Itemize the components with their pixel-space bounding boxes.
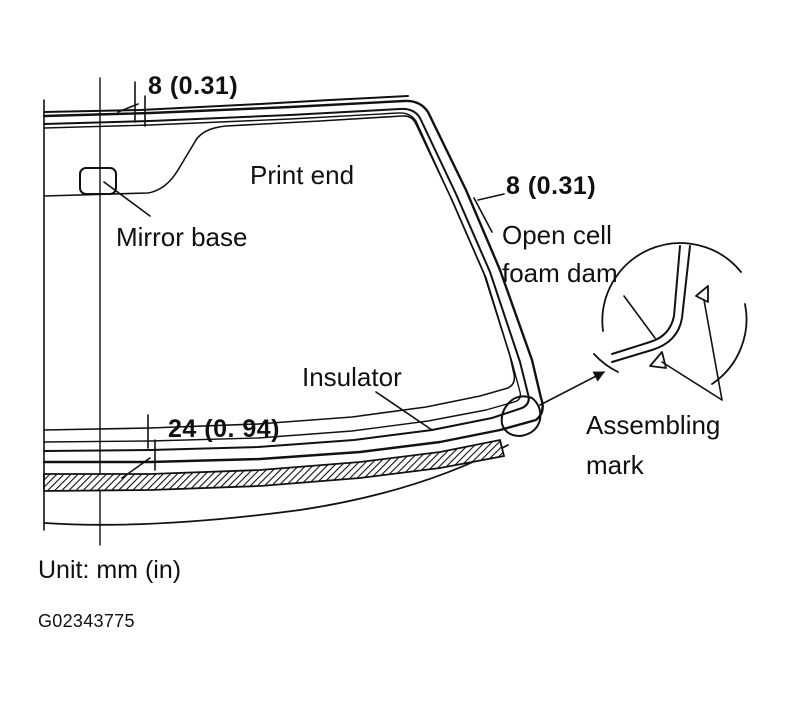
glass-edge xyxy=(43,112,522,443)
dim-side-label: 8 (0.31) xyxy=(506,172,597,200)
dim-side-tick xyxy=(473,197,493,233)
mirror-base-label: Mirror base xyxy=(116,222,248,252)
detail-circle xyxy=(593,242,748,385)
windshield-outer-edge xyxy=(42,99,544,464)
assembling-mark-label-line1: Assembling xyxy=(586,410,721,440)
dim-bottom-arrow-line xyxy=(121,457,151,479)
assembling-mark-label-line2: mark xyxy=(586,450,644,480)
assembling-leader-b xyxy=(661,361,723,401)
corner-foam-dam xyxy=(500,395,542,437)
print-end-label: Print end xyxy=(250,160,355,190)
print-end-line xyxy=(43,115,516,431)
detail-corner-outer xyxy=(611,245,681,355)
mirror-base-shape xyxy=(79,167,117,195)
foam-dam-label-line2: foam dam xyxy=(502,258,618,288)
assembling-mark-lower xyxy=(649,351,667,369)
detail-arrow xyxy=(539,371,605,406)
assembling-leader-a xyxy=(703,299,723,401)
figure-id: G02343775 xyxy=(38,611,135,631)
dim-bottom-label: 24 (0. 94) xyxy=(168,415,281,443)
cowl-lower-edge xyxy=(43,444,509,526)
assembling-mark-upper xyxy=(695,285,709,303)
roof-line xyxy=(43,95,409,113)
foam-dam-label-line1: Open cell xyxy=(502,220,612,250)
insulator-label: Insulator xyxy=(302,362,402,392)
foam-dam-leader xyxy=(623,295,656,339)
detail-corner-inner xyxy=(611,245,691,363)
insulator-leader xyxy=(375,391,433,431)
unit-label: Unit: mm (in) xyxy=(38,556,182,584)
dim-top-arrow-line xyxy=(117,103,139,113)
dim-top-label: 8 (0.31) xyxy=(148,72,239,100)
dim-side-arrow-line xyxy=(477,193,505,201)
insulator-strip xyxy=(43,438,506,492)
mirror-base-leader xyxy=(103,181,151,217)
windshield-inner-edge xyxy=(43,107,530,452)
